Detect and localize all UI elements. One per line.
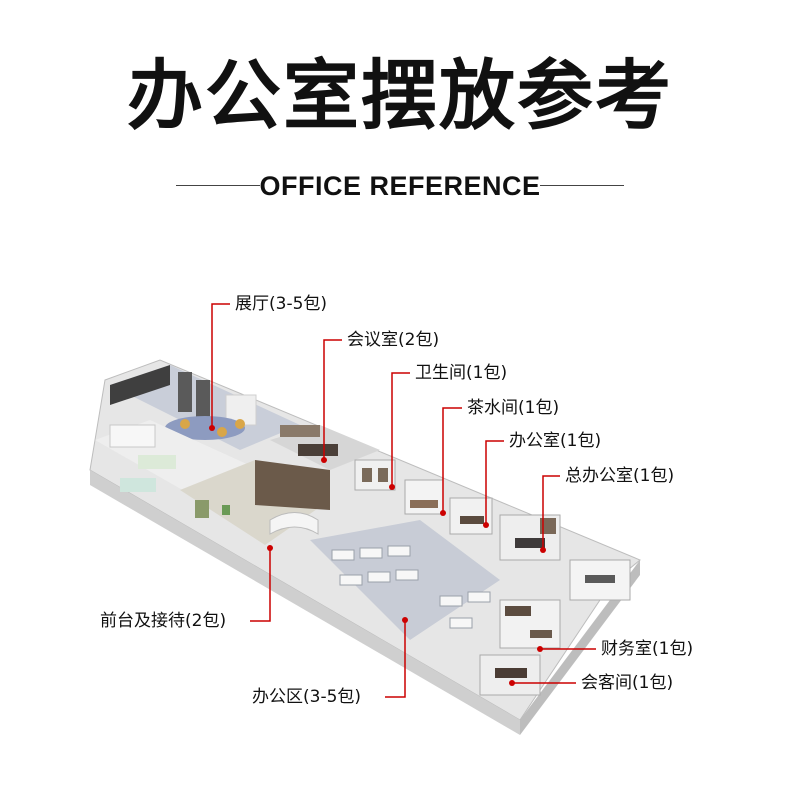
workstation — [449, 617, 473, 629]
leader-lines — [211, 303, 596, 698]
leader-line-office — [485, 440, 504, 525]
workstation — [339, 574, 363, 586]
label-restroom: 卫生间(1包) — [415, 363, 508, 383]
floor-right-edge — [520, 560, 640, 735]
lobby-cabinet — [109, 424, 156, 448]
subtitle-row: OFFICE REFERENCE — [0, 168, 800, 204]
workstation — [467, 591, 491, 603]
restroom-block — [354, 459, 396, 491]
page-title: 办公室摆放参考 — [127, 51, 673, 140]
reception-back-wall — [255, 460, 330, 510]
restroom-stall — [378, 468, 388, 482]
tea-room-block — [404, 479, 444, 515]
meeting-wall — [280, 425, 320, 437]
leader-dots — [209, 425, 546, 686]
meeting-table — [298, 444, 338, 456]
floor-front-edge — [90, 470, 520, 735]
tea-counter — [410, 500, 438, 508]
lounge-chair — [217, 427, 227, 437]
exhibition-hall-back-wall — [110, 365, 170, 405]
office-block — [449, 497, 493, 535]
lobby-table — [120, 478, 156, 492]
leader-line-reception — [250, 548, 271, 622]
leader-dot — [509, 680, 515, 686]
workstation — [359, 547, 383, 559]
label-office: 办公室(1包) — [509, 431, 602, 451]
office-desk — [460, 516, 484, 524]
ceo-bookshelf — [540, 518, 556, 534]
leader-line-ceo — [542, 475, 560, 550]
label-reception: 前台及接待(2包) — [100, 611, 227, 631]
leader-dot — [267, 545, 273, 551]
right-end-chairs — [585, 575, 615, 583]
subtitle-rule-left — [176, 185, 260, 186]
leader-dot — [483, 522, 489, 528]
leader-dot — [389, 484, 395, 490]
lounge-chair — [235, 419, 245, 429]
workstation — [331, 549, 355, 561]
workstation — [387, 545, 411, 557]
label-ceo-office: 总办公室(1包) — [565, 466, 675, 486]
lobby-sofa — [138, 455, 176, 469]
leader-dot — [537, 646, 543, 652]
leader-line-exhibition — [211, 303, 230, 428]
leader-dot — [440, 510, 446, 516]
reception-wall-art — [195, 500, 209, 518]
display-cabinet — [196, 380, 210, 420]
label-tea-room: 茶水间(1包) — [467, 398, 560, 418]
label-finance-room: 财务室(1包) — [601, 639, 694, 659]
label-work-area: 办公区(3-5包) — [252, 687, 362, 707]
subtitle: OFFICE REFERENCE — [259, 171, 541, 201]
label-guest-room: 会客间(1包) — [581, 673, 674, 693]
label-exhibition: 展厅(3-5包) — [235, 294, 328, 314]
workstation — [395, 569, 419, 581]
restroom-stall — [362, 468, 372, 482]
workstation — [439, 595, 463, 607]
display-cabinet — [178, 372, 192, 412]
leader-dot — [321, 457, 327, 463]
workstation-grid — [331, 545, 491, 629]
reception-plant — [222, 505, 230, 515]
leader-dot — [540, 547, 546, 553]
leader-line-tea — [442, 407, 462, 513]
ceo-desk — [515, 538, 545, 548]
workstation — [367, 571, 391, 583]
leader-line-meeting — [323, 339, 342, 460]
guest-sofa — [495, 668, 527, 678]
label-meeting-room: 会议室(2包) — [347, 330, 440, 350]
leader-line-work-area — [385, 620, 406, 698]
reception-desk — [269, 512, 319, 535]
leader-line-restroom — [391, 372, 410, 487]
finance-desk — [530, 630, 552, 638]
leader-dot — [402, 617, 408, 623]
finance-cabinet — [505, 606, 531, 616]
lounge-chair — [180, 419, 190, 429]
subtitle-rule-right — [540, 185, 624, 186]
leader-dot — [209, 425, 215, 431]
